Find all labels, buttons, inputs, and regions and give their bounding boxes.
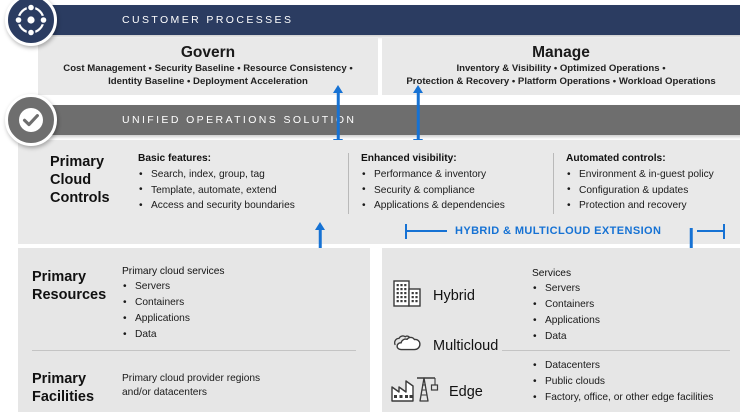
arrow-head-up [315,222,325,230]
environment-row-edge: Edge [390,373,530,410]
arrow-head-up [413,85,423,93]
resources-label-line1: Primary [32,269,87,285]
primary-cloud-controls-row: Primary Cloud Controls Basic features: S… [18,140,740,244]
clouds-icon [390,326,424,365]
list-item: Data [532,329,732,345]
hybrid-multicloud-extension-label: HYBRID & MULTICLOUD EXTENSION [455,225,662,237]
list-item: Template, automate, extend [138,182,328,199]
manage-card: Manage Inventory & Visibility • Optimize… [382,38,740,95]
arrow-shaft [336,91,340,141]
primary-resources-facilities-panel: Primary Resources Primary cloud services… [18,248,370,412]
facilities-label-line1: Primary [32,371,87,387]
govern-subtitle-line2: Identity Baseline • Deployment Accelerat… [108,75,308,87]
govern-card: Govern Cost Management • Security Baseli… [38,38,378,95]
extension-left-line [407,230,447,232]
arrow-manage-to-controls [410,85,426,147]
list-item: Containers [532,297,732,313]
controls-label-line1: Primary [50,154,105,170]
extension-right-cap [723,223,726,239]
arrow-shaft [416,91,420,141]
list-item: Protection and recovery [566,198,740,214]
primary-resources-label: Primary Resources [32,268,128,304]
column-list: Search, index, group, tag Template, auto… [138,167,328,214]
left-panel-divider [32,350,356,351]
controls-label-line2: Cloud [50,172,92,188]
hybrid-multicloud-extension: HYBRID & MULTICLOUD EXTENSION [405,222,730,240]
facilities-text-line2: and/or datacenters [122,387,207,398]
list-item: Datacenters [532,358,737,374]
arrow-head-up [333,85,343,93]
govern-title: Govern [180,44,236,61]
right-services-heading: Services [532,268,572,279]
right-edge-list: Datacenters Public clouds Factory, offic… [532,358,737,406]
list-item: Data [122,327,322,343]
extension-right-line [697,230,724,232]
list-item: Public clouds [532,374,737,390]
extension-left-cap [405,223,407,239]
list-item: Environment & in-guest policy [566,167,740,183]
list-item: Applications [122,311,322,327]
customer-processes-label: CUSTOMER PROCESSES [122,14,294,26]
column-list: Performance & inventory Security & compl… [361,167,553,214]
primary-cloud-services-block: Primary cloud services Servers Container… [122,266,322,343]
arrow-govern-to-controls [330,85,346,147]
primary-cloud-controls-label: Primary Cloud Controls [50,153,136,207]
manage-subtitle-line2: Protection & Recovery • Platform Operati… [406,75,716,87]
right-panel-divider [502,350,730,351]
network-nodes-icon [5,0,57,46]
manage-title: Manage [532,44,590,61]
list-item: Search, index, group, tag [138,167,328,183]
column-heading: Enhanced visibility: [361,153,457,164]
check-circle-icon [5,94,57,146]
environment-row-multicloud: Multicloud [390,326,530,365]
list-item: Servers [122,279,322,295]
primary-cloud-services-list: Servers Containers Applications Data [122,279,322,343]
unified-operations-banner: UNIFIED OPERATIONS SOLUTION [26,105,740,135]
controls-label-line3: Controls [50,190,110,206]
list-item: Servers [532,281,732,297]
primary-facilities-text: Primary cloud provider regions and/or da… [122,372,322,400]
primary-cloud-services-heading: Primary cloud services [122,266,225,277]
resources-label-line2: Resources [32,287,107,303]
primary-facilities-label: Primary Facilities [32,370,128,406]
list-item: Applications & dependencies [361,198,553,214]
controls-column-basic-features: Basic features: Search, index, group, ta… [138,153,328,214]
office-buildings-icon [390,276,424,315]
hybrid-multicloud-edge-panel: Hybrid Multicloud [382,248,740,412]
environment-name-edge: Edge [449,383,483,400]
list-item: Containers [122,295,322,311]
column-list: Environment & in-guest policy Configurat… [566,167,740,214]
customer-processes-banner: CUSTOMER PROCESSES [26,5,740,35]
list-item: Performance & inventory [361,167,553,183]
list-item: Security & compliance [361,182,553,199]
column-heading: Automated controls: [566,153,666,164]
environment-name-multicloud: Multicloud [433,337,499,354]
environment-row-hybrid: Hybrid [390,276,530,315]
list-item: Factory, office, or other edge facilitie… [532,390,737,406]
unified-operations-label: UNIFIED OPERATIONS SOLUTION [122,114,357,126]
list-item: Access and security boundaries [138,198,328,214]
manage-subtitle-line1: Inventory & Visibility • Optimized Opera… [456,63,666,74]
list-item: Applications [532,313,732,329]
column-heading: Basic features: [138,153,212,164]
factory-crane-icon [390,373,440,410]
list-item: Configuration & updates [566,182,740,199]
environment-name-hybrid: Hybrid [433,287,475,304]
controls-column-automated-controls: Automated controls: Environment & in-gue… [553,153,740,214]
right-services-list: Servers Containers Applications Data [532,281,732,345]
govern-subtitle-line1: Cost Management • Security Baseline • Re… [63,63,353,74]
facilities-text-line1: Primary cloud provider regions [122,373,261,384]
controls-column-enhanced-visibility: Enhanced visibility: Performance & inven… [348,153,553,214]
facilities-label-line2: Facilities [32,389,95,405]
